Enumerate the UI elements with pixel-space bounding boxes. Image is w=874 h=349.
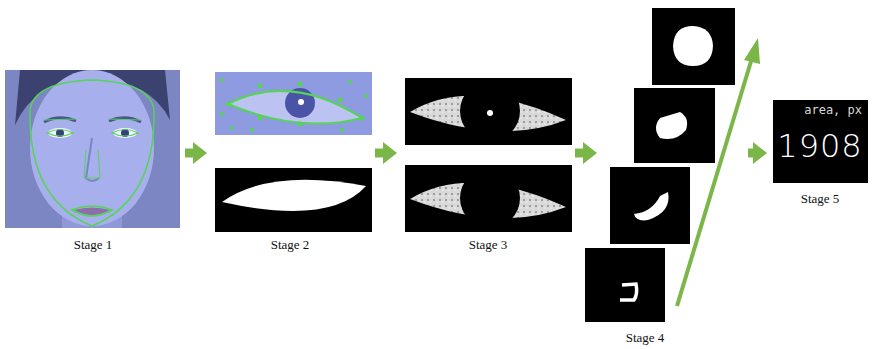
- pupil-glint: [298, 99, 304, 105]
- photo-ground: [5, 70, 180, 228]
- eye-crop: [215, 72, 372, 232]
- result-panel: [773, 100, 868, 183]
- eye-contour: [47, 130, 73, 137]
- glint: [487, 110, 493, 116]
- pupil-masks: [585, 8, 760, 322]
- pupil-mask: [634, 192, 669, 220]
- nose-contour: [84, 150, 100, 178]
- area-value: 1908: [777, 128, 862, 165]
- mask-ground: [215, 168, 372, 232]
- progress-arrowhead: [744, 38, 760, 64]
- pupil-mask: [673, 26, 713, 66]
- stage-label: Stage 1: [74, 238, 113, 253]
- stage-arrow: [185, 149, 195, 158]
- face-skin: [30, 70, 154, 226]
- stage-panel: Stage 1: [5, 70, 182, 255]
- progress-arrow: [677, 58, 752, 306]
- iris-blob: [460, 81, 520, 141]
- mask-ground: [585, 248, 665, 322]
- stage-label: Stage 5: [801, 192, 840, 207]
- stage-panel: area, px 1908Stage 5: [772, 98, 870, 212]
- stage-panel: Stage 2: [212, 70, 372, 255]
- stage-arrow: [748, 149, 755, 158]
- stage-label: Stage 2: [271, 238, 310, 253]
- eye-contour: [112, 130, 138, 137]
- mask-ground: [610, 167, 690, 244]
- stage-label: Stage 3: [469, 238, 508, 253]
- landmark-dots: [220, 78, 368, 132]
- stage-arrow: [575, 149, 585, 158]
- stage-label: Stage 4: [626, 331, 665, 346]
- brow-contour: [44, 119, 141, 120]
- eye-contour: [228, 91, 362, 124]
- mouth-contour: [72, 206, 112, 216]
- eye-mask: [222, 180, 366, 211]
- stage-arrow: [375, 149, 385, 158]
- pupil-mask: [620, 284, 637, 300]
- pupil-mask: [656, 112, 687, 139]
- nose: [86, 138, 99, 181]
- image-ground: [405, 78, 572, 145]
- face-contour: [30, 80, 154, 226]
- stage-panel: Stage 3: [402, 76, 572, 255]
- mask-ground: [634, 88, 715, 163]
- eye-right: [113, 128, 137, 138]
- image-ground: [405, 165, 572, 232]
- eye-left: [48, 128, 72, 138]
- measure-unit: area, px: [804, 104, 862, 118]
- mask-ground: [652, 8, 735, 85]
- face-image: [5, 70, 180, 228]
- crop-ground: [215, 72, 372, 135]
- iris-blob: [460, 168, 520, 228]
- threshold-images: [405, 78, 572, 232]
- stage-panel: Stage 4: [602, 5, 745, 348]
